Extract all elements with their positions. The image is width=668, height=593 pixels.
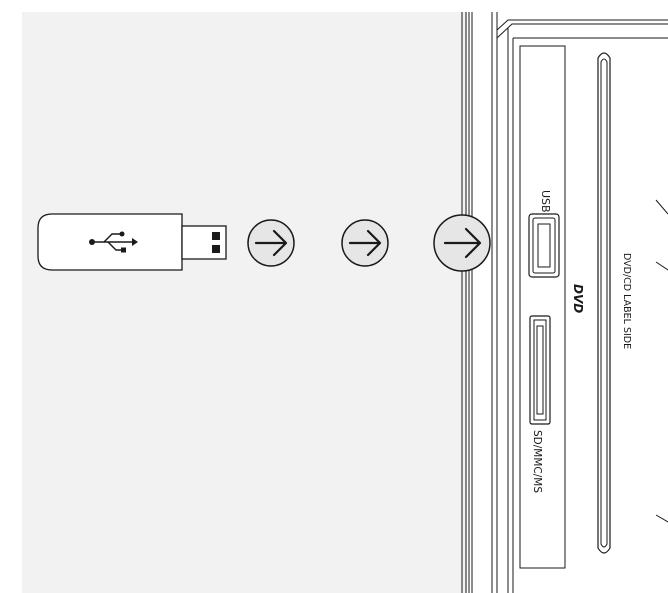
front-slot-panel <box>519 45 566 569</box>
card-slot-label: SD/MMC/MS <box>531 430 543 493</box>
arrow-right-circle-icon <box>341 219 389 267</box>
arrow-right-circle-icon <box>247 219 295 267</box>
usb-port <box>528 213 560 278</box>
usb-connector-contact-bottom <box>212 245 220 253</box>
arrow-right-circle-icon <box>433 214 491 272</box>
disc-slot <box>597 52 611 554</box>
disc-label: DVD/CD LABEL SIDE <box>621 253 632 349</box>
usb-drive-connector <box>181 225 227 260</box>
usb-icon <box>89 231 138 253</box>
usb-connector-contact-top <box>212 232 220 240</box>
head-unit-front <box>461 12 668 593</box>
background-panel <box>22 12 467 593</box>
card-slot <box>529 315 551 425</box>
usb-flash-drive <box>37 213 227 271</box>
usb-port-label: USB <box>539 190 552 213</box>
unit-edge-marks <box>655 199 668 523</box>
dvd-logo: DVD <box>571 284 585 313</box>
